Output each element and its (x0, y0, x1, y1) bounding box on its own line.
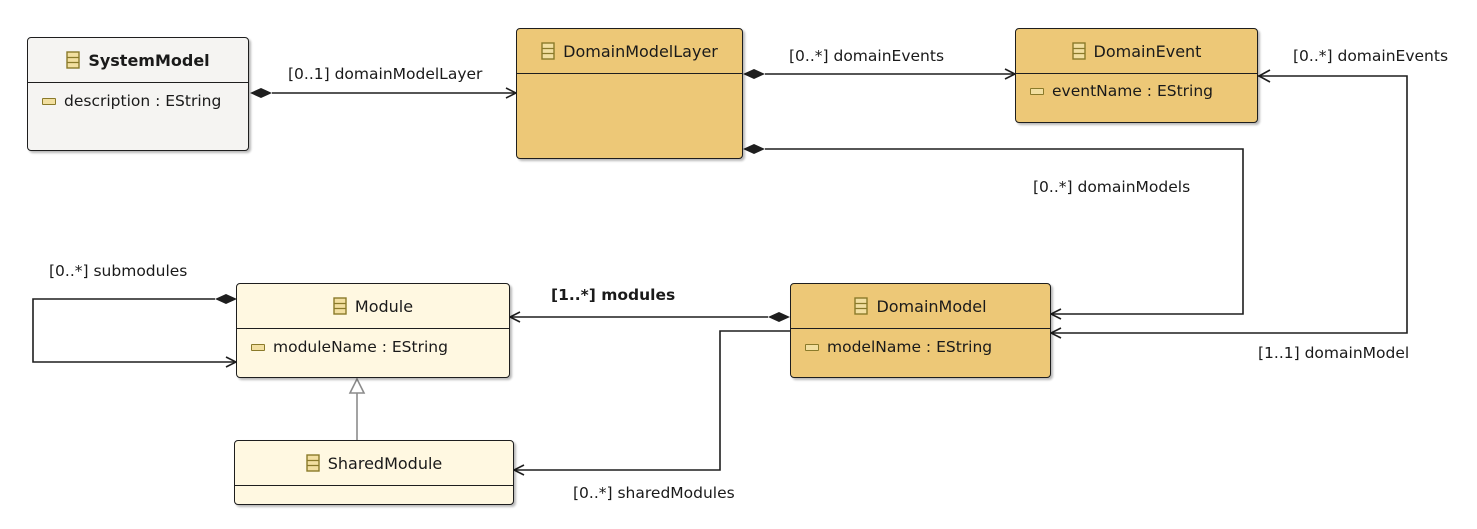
compartment-divider (791, 328, 1050, 329)
compartment-divider (517, 73, 742, 74)
class-name: SharedModule (327, 453, 443, 473)
eclass-icon (306, 454, 320, 472)
class-header: SystemModel (28, 38, 248, 82)
edge-shared-modules[interactable] (514, 330, 790, 470)
composition-diamond (743, 144, 765, 154)
eclass-icon (854, 297, 869, 315)
generalization-triangle (348, 377, 366, 394)
class-name: DomainEvent (1093, 41, 1202, 61)
eattribute-icon (1030, 87, 1044, 95)
eclass-icon (333, 297, 347, 315)
label-model-domain-events[interactable]: [0..*] domainEvents (1293, 47, 1449, 65)
attribute-label: eventName : EString (1052, 82, 1214, 100)
class-header: DomainEvent (1016, 29, 1257, 73)
edge-domain-models[interactable] (743, 144, 1244, 314)
attribute-row[interactable]: eventName : EString (1016, 76, 1257, 106)
class-name: SystemModel (88, 50, 210, 70)
composition-diamond (768, 312, 790, 322)
label-modules[interactable]: [1..*] modules (551, 286, 676, 304)
attribute-row[interactable]: moduleName : EString (237, 332, 509, 362)
eattribute-icon (251, 343, 265, 351)
eattribute-icon (805, 343, 819, 351)
class-domain-event[interactable]: DomainEvent eventName : EString (1015, 28, 1258, 123)
edge-domain-model-layer[interactable] (250, 88, 516, 98)
eclass-icon (66, 51, 81, 69)
class-domain-model[interactable]: DomainModel modelName : EString (790, 283, 1051, 378)
edge-modules[interactable] (510, 312, 790, 322)
label-domain-model-layer[interactable]: [0..1] domainModelLayer (288, 65, 483, 83)
class-domain-model-layer[interactable]: DomainModelLayer (516, 28, 743, 159)
attribute-label: description : EString (64, 92, 222, 110)
label-shared-modules[interactable]: [0..*] sharedModules (573, 484, 735, 502)
class-module[interactable]: Module moduleName : EString (236, 283, 510, 378)
class-header: DomainModel (791, 284, 1050, 328)
label-domain-model[interactable]: [1..1] domainModel (1258, 344, 1410, 362)
eattribute-icon (42, 97, 56, 105)
composition-diamond (743, 69, 765, 79)
class-header: Module (237, 284, 509, 328)
edge-generalization[interactable] (348, 377, 366, 440)
label-layer-domain-events[interactable]: [0..*] domainEvents (789, 47, 945, 65)
composition-diamond (215, 294, 237, 304)
compartment-divider (235, 485, 513, 486)
class-system-model[interactable]: SystemModel description : EString (27, 37, 249, 151)
composition-diamond (250, 88, 272, 98)
edge-submodules[interactable] (32, 294, 237, 362)
eclass-icon (1071, 42, 1086, 60)
compartment-divider (237, 328, 509, 329)
compartment-divider (28, 82, 248, 83)
attribute-row[interactable]: modelName : EString (791, 332, 1050, 362)
class-header: SharedModule (235, 441, 513, 485)
attribute-row[interactable]: description : EString (28, 86, 248, 116)
class-name: DomainModelLayer (563, 41, 718, 61)
label-domain-models[interactable]: [0..*] domainModels (1033, 178, 1191, 196)
label-submodules[interactable]: [0..*] submodules (49, 262, 188, 280)
edge-layer-domain-events[interactable] (743, 69, 1015, 79)
edge-domain-model-event[interactable] (1051, 69, 1408, 333)
attribute-label: moduleName : EString (273, 338, 448, 356)
compartment-divider (1016, 73, 1257, 74)
class-name: DomainModel (876, 296, 987, 316)
class-header: DomainModelLayer (517, 29, 742, 73)
eclass-icon (541, 42, 555, 60)
attribute-label: modelName : EString (827, 338, 993, 356)
class-name: Module (354, 296, 414, 316)
class-shared-module[interactable]: SharedModule (234, 440, 514, 505)
